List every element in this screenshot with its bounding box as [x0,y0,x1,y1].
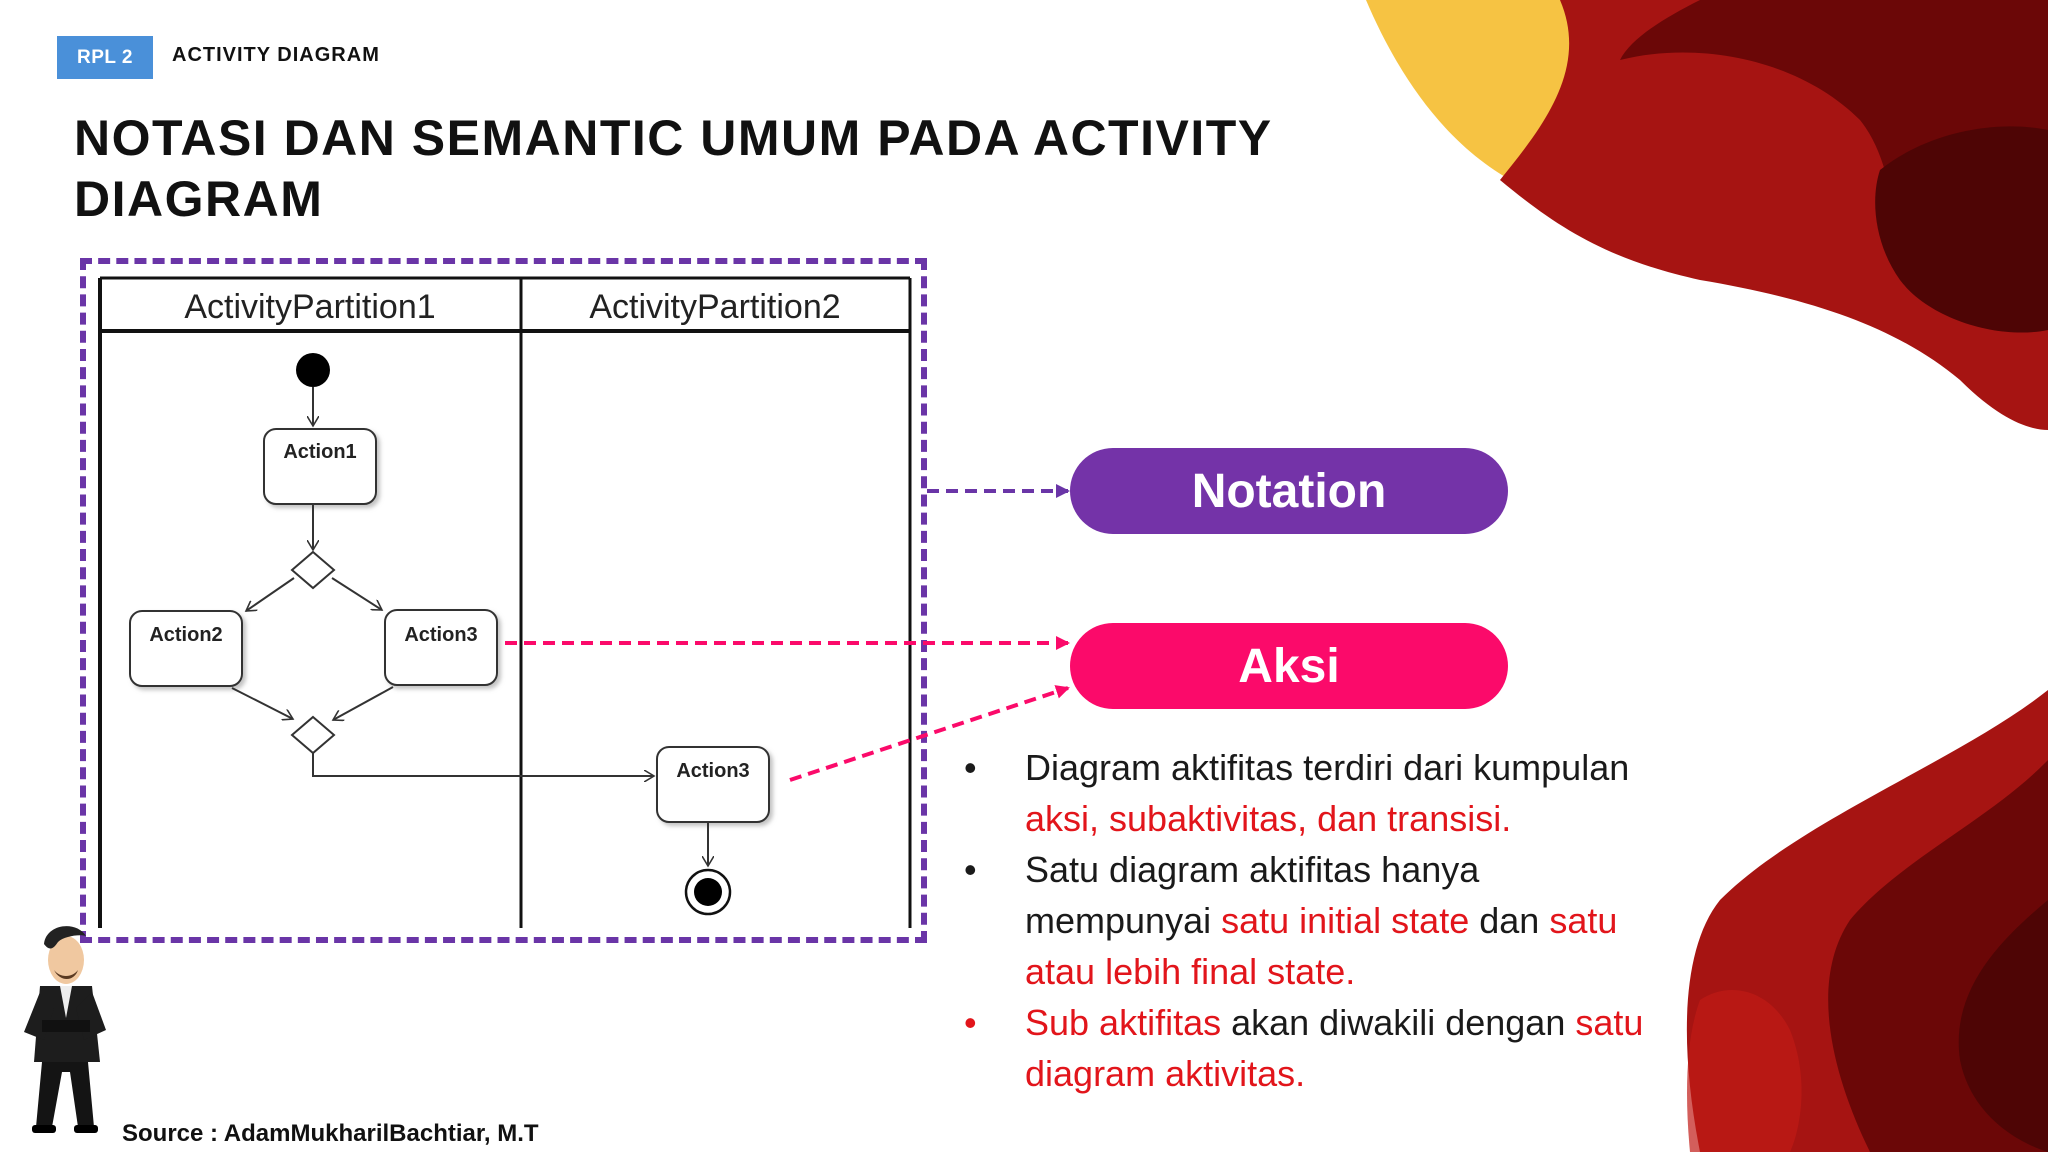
bullet-item: • Satu diagram aktifitas hanya mempunyai… [960,844,1660,997]
bullet-item: • Sub aktifitas akan diwakili dengan sat… [960,997,1660,1099]
merge-node [290,715,336,755]
bullet-highlight: satu initial state [1221,900,1470,941]
swimlanes [98,276,912,928]
action-node-1 [263,428,377,505]
section-label: ACTIVITY DIAGRAM [172,44,380,66]
bullet-text: dan [1469,900,1550,941]
bullet-text: akan diwakili dengan [1221,1002,1576,1043]
bullet-highlight: satu atau lebih final state. [1025,900,1618,992]
page-title: NOTASI DAN SEMANTIC UMUM PADA ACTIVITY D… [74,110,1272,227]
bullet-text: Diagram aktifitas terdiri dari kumpulan [1025,747,1630,788]
bullet-marker: • [964,747,977,788]
action-3b-label: Action3 [676,760,749,782]
action-3a-label: Action3 [404,624,477,646]
action-node-2 [129,610,243,687]
bullet-item: • Diagram aktifitas terdiri dari kumpula… [960,742,1660,844]
diagram-frame [80,258,927,943]
bullet-marker: • [964,849,977,890]
action-node-3b [656,746,770,823]
presenter-character-illustration [24,926,106,1133]
initial-node [296,353,330,387]
action-1-label: Action1 [283,441,356,463]
bullet-text: Satu diagram aktifitas hanya mempunyai [1025,849,1480,941]
action-2-label: Action2 [149,624,222,646]
activity-diagram: ActivityPartition1 ActivityPartition2 Ac… [98,276,912,928]
partition-1-label: ActivityPartition1 [184,288,435,326]
notation-callout: Notation [1070,448,1508,534]
aksi-callout: Aksi [1070,623,1508,709]
bullet-highlight: aksi, subaktivitas, dan transisi. [1025,798,1512,839]
decision-node [290,550,336,590]
bullet-marker: • [964,1002,977,1043]
flow-edge [331,577,382,611]
partition-2-label: ActivityPartition2 [589,288,840,326]
course-badge: RPL 2 [57,36,153,79]
flow-edge [333,686,394,720]
bullet-highlight: satu diagram aktivitas. [1025,1002,1644,1094]
bullet-list: • Diagram aktifitas terdiri dari kumpula… [960,742,1660,1099]
flow-edge [231,687,293,719]
flow-edge [312,753,654,776]
action-node-3a [384,609,498,686]
flow-edge [246,577,295,611]
final-node-inner [694,878,722,906]
source-credit: Source : AdamMukharilBachtiar, M.T [122,1120,539,1147]
bullet-highlight: Sub aktifitas [1025,1002,1222,1043]
